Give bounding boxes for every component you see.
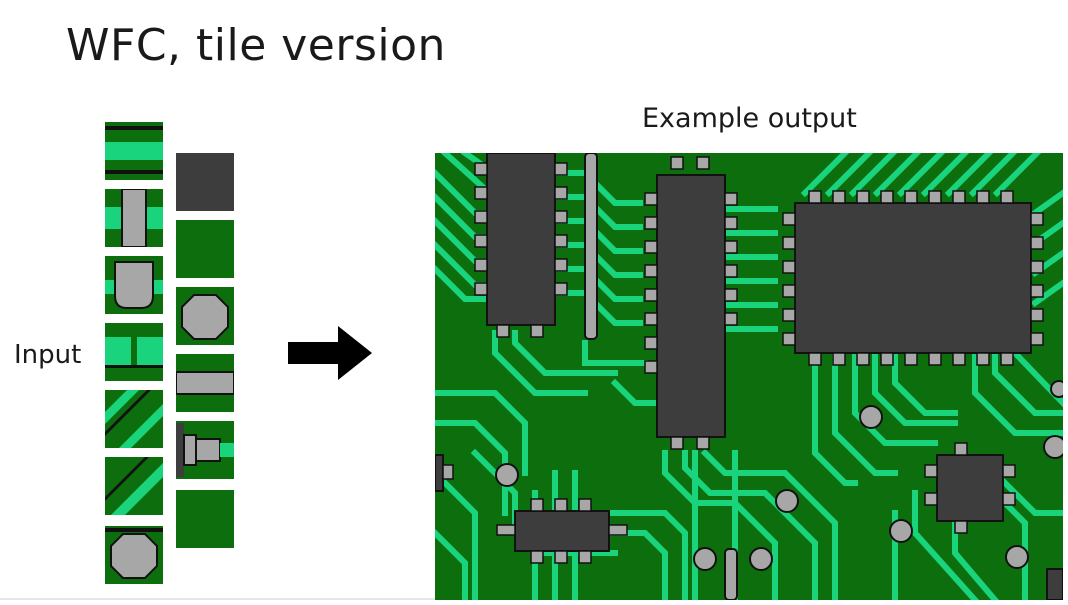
tile-chip-body — [176, 153, 234, 211]
tile-empty-board-2 — [176, 490, 234, 548]
tile-empty-board — [176, 220, 234, 278]
tile-pad-2 — [176, 287, 234, 345]
tile-wire-cross — [105, 323, 163, 381]
output-label: Example output — [642, 103, 857, 134]
tile-wire-horizontal — [105, 122, 163, 180]
tile-transistor-side — [176, 421, 234, 479]
tile-bridge-horizontal — [175, 354, 235, 412]
tile-connector-end — [105, 256, 163, 314]
tile-connector-vertical — [105, 188, 163, 248]
input-label: Input — [14, 340, 82, 370]
example-output-image — [430, 148, 1068, 605]
tile-wire-diagonal — [105, 457, 163, 515]
tile-wire-diagonal-double — [105, 390, 163, 448]
right-arrow-icon — [288, 326, 372, 385]
tile-pad — [105, 526, 163, 584]
slide-title: WFC, tile version — [66, 20, 446, 71]
divider — [0, 598, 435, 600]
